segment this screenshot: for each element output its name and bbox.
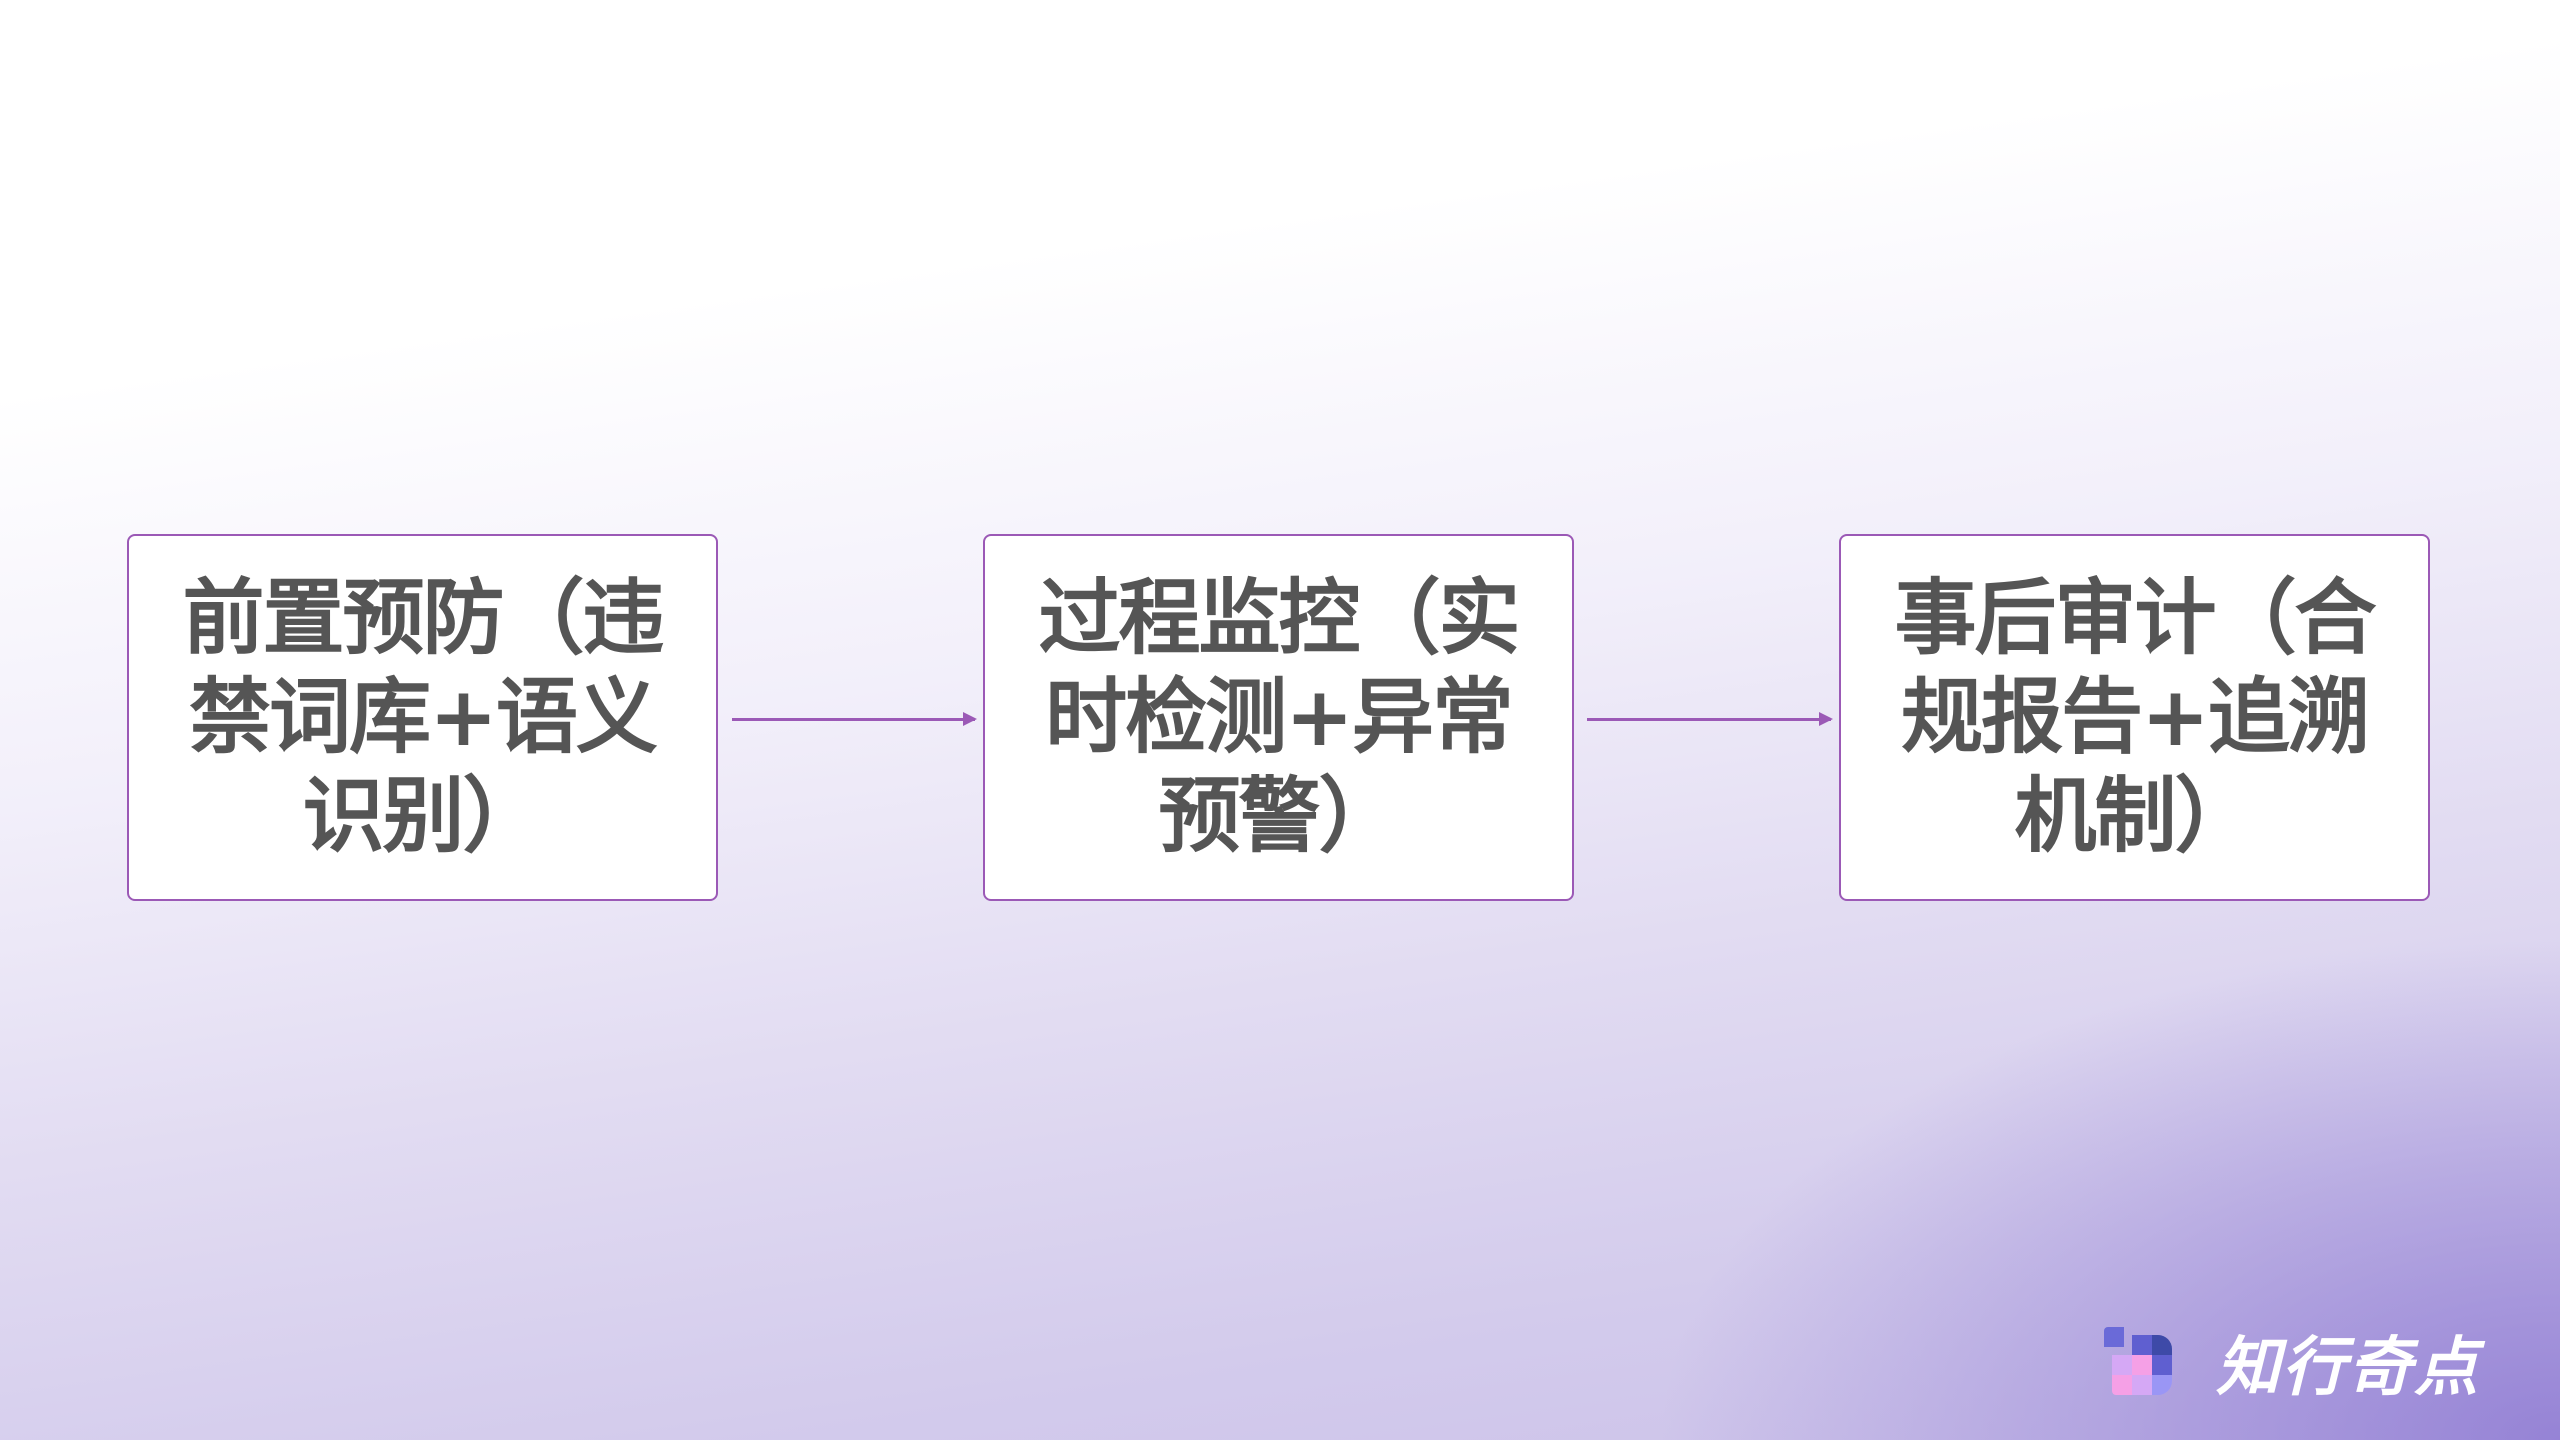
logo-mark-icon	[2104, 1327, 2176, 1397]
step-label: 过程监控（实时检测+异常预警）	[1038, 571, 1520, 864]
flow-arrow-2	[1587, 712, 1833, 726]
step-box-post-audit: 事后审计（合规报告+追溯机制）	[1839, 534, 2430, 901]
step-label: 事后审计（合规报告+追溯机制）	[1894, 571, 2376, 864]
brand-logo: 知行奇点	[2104, 1316, 2480, 1408]
flow-arrow-1	[732, 712, 977, 726]
step-box-pre-prevention: 前置预防（违禁词库+语义识别）	[127, 534, 718, 901]
brand-name: 知行奇点	[2216, 1331, 2480, 1405]
step-label: 前置预防（违禁词库+语义识别）	[182, 571, 664, 864]
step-box-process-monitoring: 过程监控（实时检测+异常预警）	[983, 534, 1574, 901]
